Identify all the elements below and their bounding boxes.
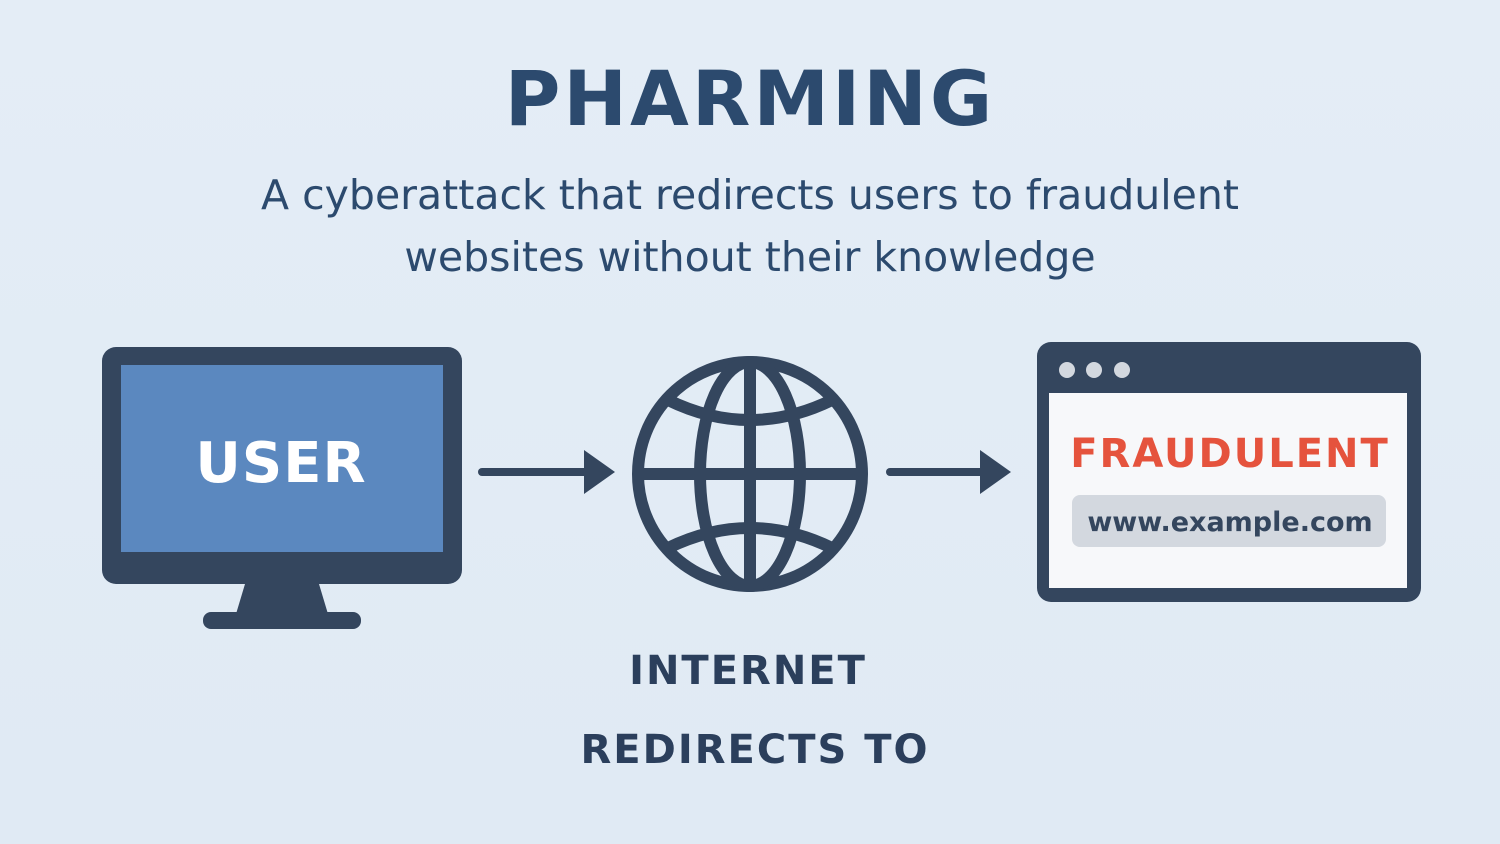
window-dot-icon [1059, 362, 1075, 378]
user-label: USER [195, 431, 366, 496]
fraudulent-url: www.example.com [1087, 507, 1372, 538]
globe-lower-parallel [665, 522, 835, 554]
redirects-to-label: REDIRECTS TO [580, 727, 930, 773]
arrow-head [584, 450, 615, 494]
arrow-internet-to-fraudulent [886, 450, 1011, 494]
browser-content [1049, 393, 1407, 588]
url-bar [1072, 495, 1386, 547]
browser-window-icon [1037, 342, 1421, 602]
arrow-head [980, 450, 1011, 494]
globe-icon [632, 356, 868, 592]
diagram-subtitle: A cyberattack that redirects users to fr… [261, 171, 1239, 281]
fraudulent-site-node: FRAUDULENT www.example.com [1037, 342, 1421, 602]
globe-upper-parallel [665, 394, 835, 426]
arrow-user-to-internet [478, 450, 615, 494]
window-dot-icon [1086, 362, 1102, 378]
user-node: USER [102, 347, 462, 629]
monitor-stand-neck [236, 584, 328, 614]
diagram-title: PHARMING [504, 54, 996, 143]
internet-label: INTERNET [629, 648, 867, 694]
fraudulent-label: FRAUDULENT [1070, 431, 1390, 477]
computer-monitor-icon [102, 347, 462, 629]
internet-node [632, 356, 868, 592]
window-dot-icon [1114, 362, 1130, 378]
monitor-screen [121, 365, 443, 552]
monitor-stand-base [203, 612, 361, 629]
